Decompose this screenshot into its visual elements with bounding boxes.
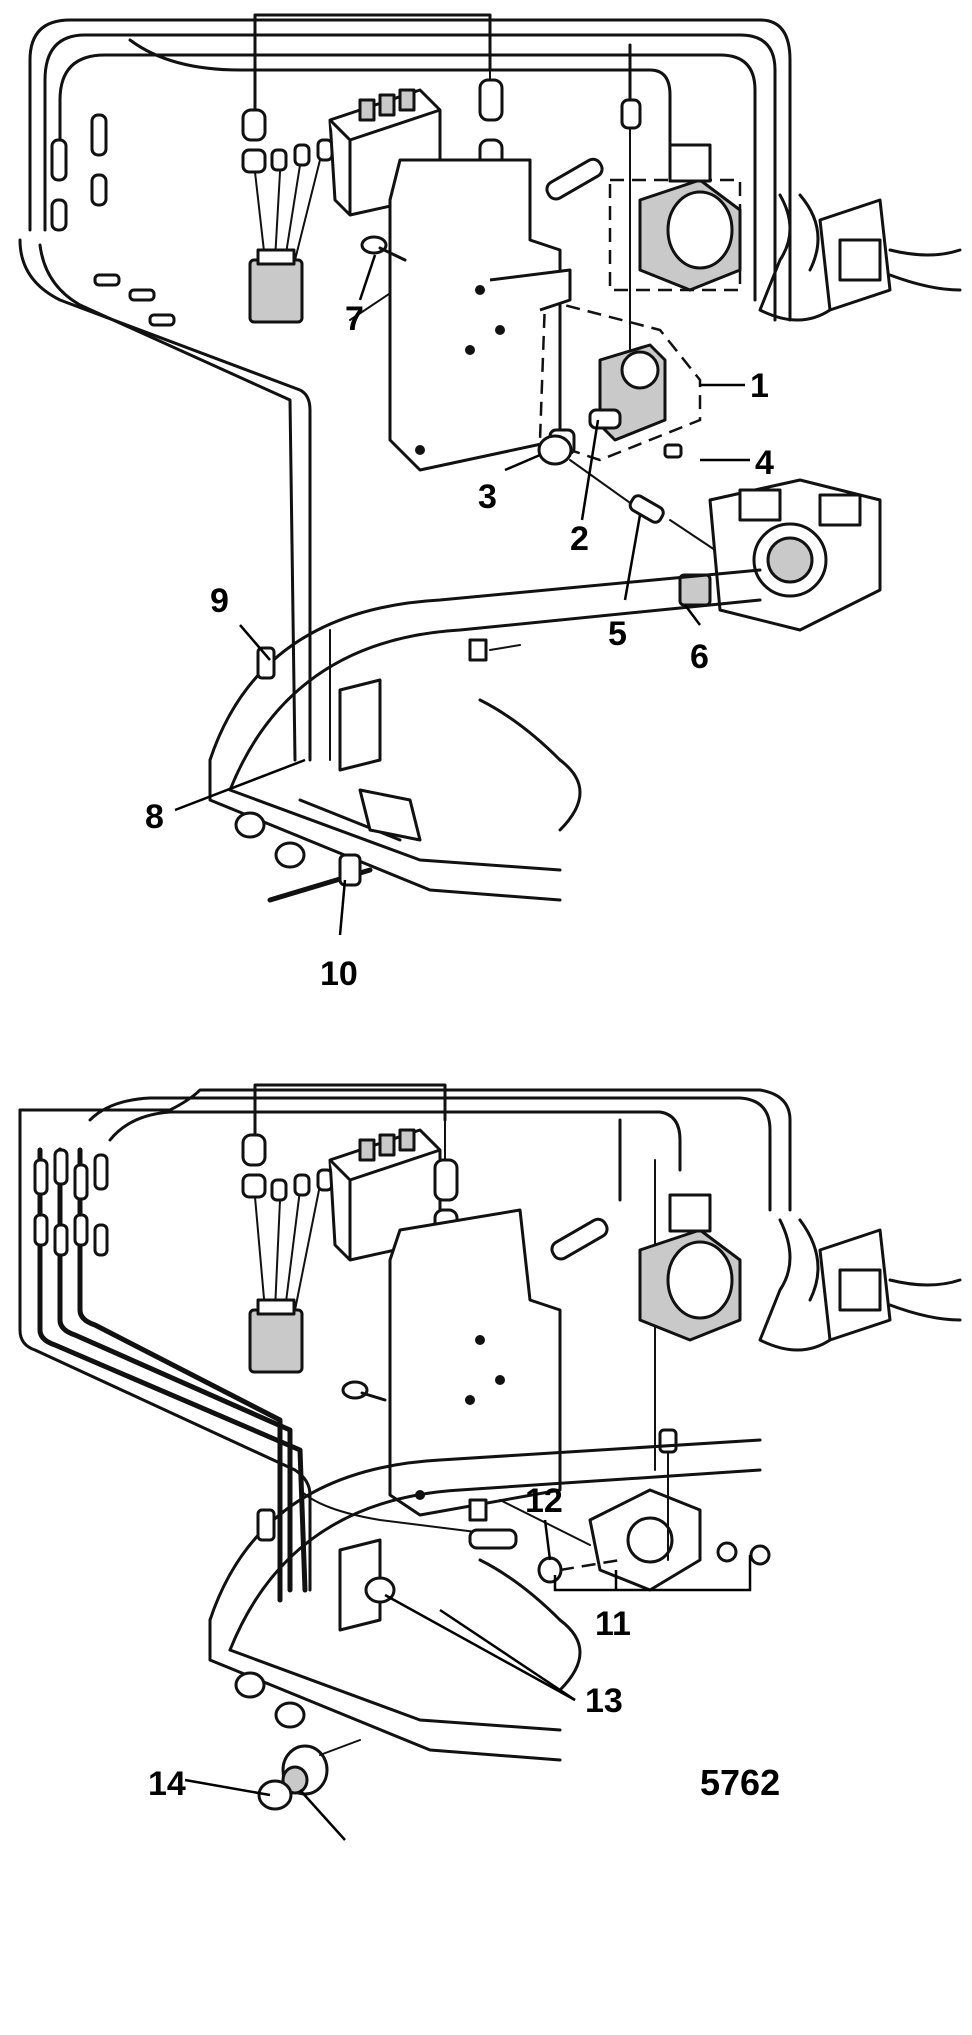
top-callouts: 1 2 3 4 5 6 7 8 9 10 [145,300,774,993]
callout-4: 4 [755,444,774,482]
carburetor [678,478,882,632]
callout-10: 10 [320,955,358,993]
bottom-harness [18,1083,792,1603]
right-connector [758,193,962,322]
callout-6: 6 [690,638,709,676]
callout-2: 2 [570,520,589,558]
bottom-callouts: 11 12 13 14 [148,1482,631,1803]
callout-11: 11 [595,1605,631,1643]
connector-cluster [241,108,334,324]
bottom-left-connectors [33,1148,109,1257]
bottom-leaders [184,1519,752,1841]
solenoid-assembly [489,268,702,462]
mounting-plate [388,158,562,472]
callout-14: 14 [148,1765,186,1803]
callout-8: 8 [145,798,164,836]
bottom-coil-assembly [638,1193,742,1342]
figure-number: 5762 [700,1762,780,1803]
bottom-right-connector [758,1218,962,1352]
callout-9: 9 [210,582,229,620]
coil-assembly [608,143,742,292]
bottom-assembly: 11 12 13 14 5762 [18,1083,962,1841]
top-assembly: 1 2 3 4 5 6 7 8 9 10 [18,13,962,993]
bottom-connector-cluster [241,1133,334,1374]
callout-12: 12 [525,1482,563,1520]
top-lower-cowl [208,568,762,903]
callout-5: 5 [608,615,627,653]
sensor-bracket [468,1428,771,1592]
screw-item-7 [360,235,407,262]
callout-3: 3 [478,478,497,516]
left-connectors [50,113,176,327]
callout-1: 1 [750,367,769,405]
top-leaders [174,254,750,936]
bottom-mounting-plate [341,1208,562,1517]
callout-13: 13 [585,1682,623,1720]
callout-7: 7 [345,300,364,338]
